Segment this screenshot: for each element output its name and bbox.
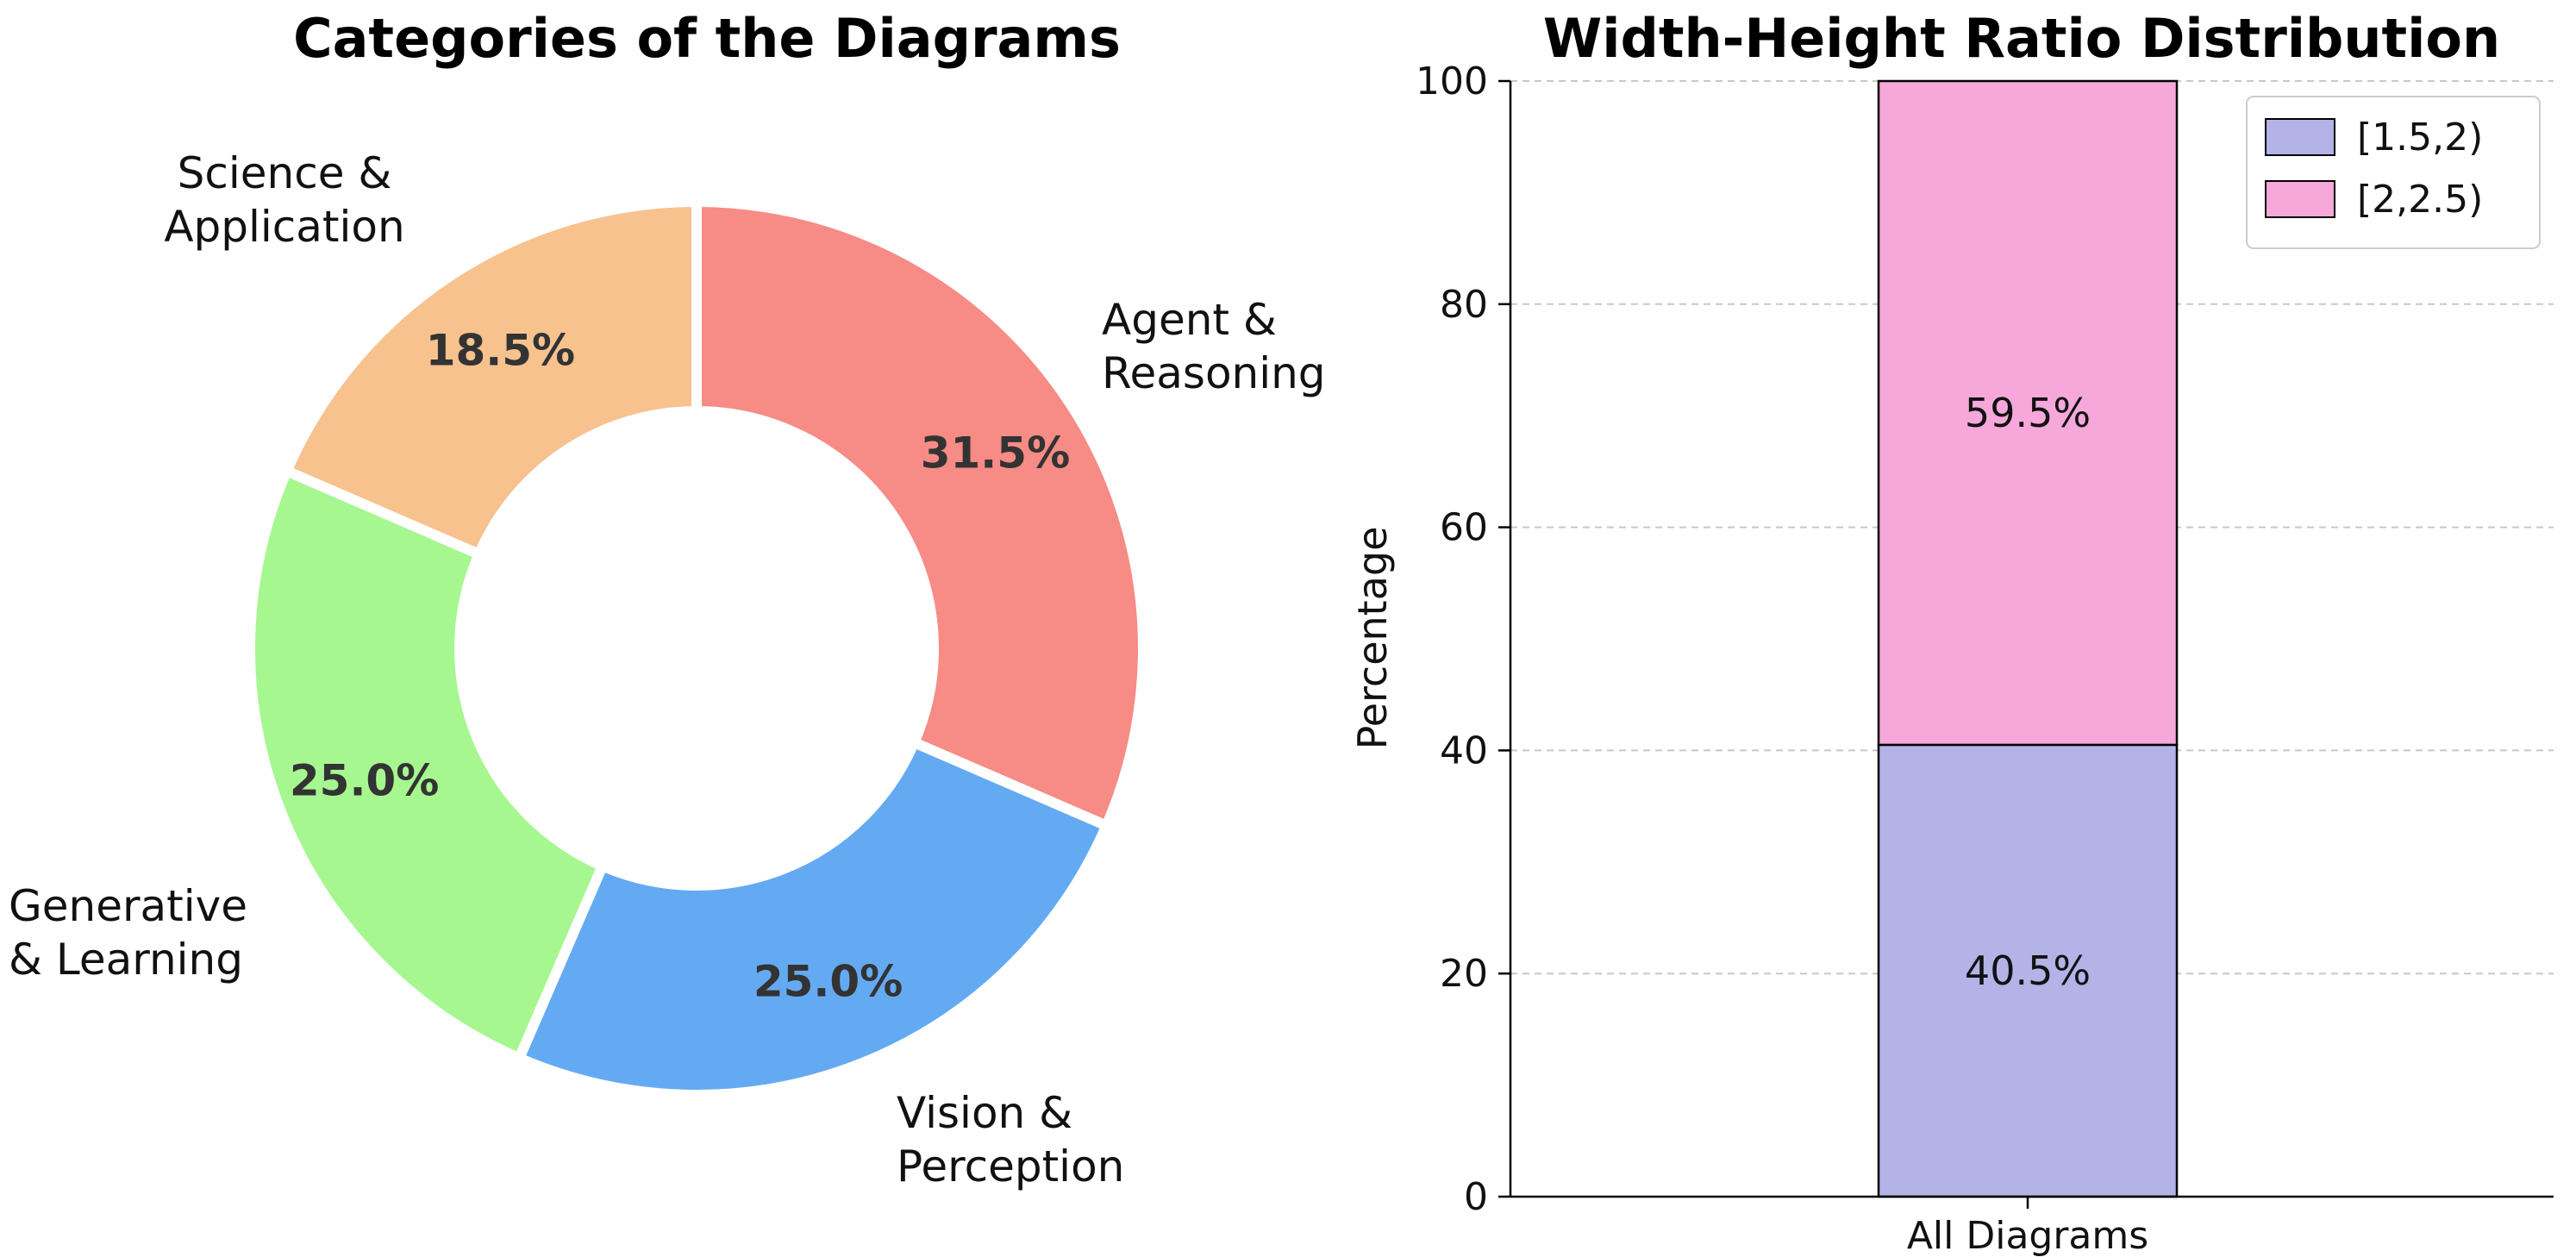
pct-label-generative-learning: 25.0% [290,756,439,806]
bar-title: Width-Height Ratio Distribution [1543,7,2500,70]
legend-label-2-2-5: [2,2.5) [2357,178,2483,222]
pct-label-agent-reasoning: 31.5% [921,428,1070,478]
bar-y-ticks: 0 20 40 60 80 100 [1416,59,1510,1219]
category-label-generative-learning: Generative& Learning [9,881,247,985]
bar-segment-2-2-5 [1877,79,2179,747]
bar-x-ticks: All Diagrams [1907,1197,2148,1257]
pct-label-science-application: 18.5% [426,326,575,376]
bar-segments: 40.5% 59.5% [1877,79,2179,1198]
x-tick-label: All Diagrams [1907,1214,2148,1257]
category-label-vision-perception: Vision &Perception [897,1088,1124,1191]
donut-title: Categories of the Diagrams [293,7,1121,70]
bar-chart: Width-Height Ratio Distribution 40.5% 59.… [1349,7,2554,1257]
y-tick-label-0: 0 [1464,1175,1488,1219]
donut-slices [245,196,1148,1100]
y-tick-label-100: 100 [1416,59,1488,103]
legend-swatch-2-2-5 [2265,180,2335,218]
category-label-agent-reasoning: Agent &Reasoning [1102,295,1326,398]
y-axis-label: Percentage [1349,527,1396,750]
slice-science-application [279,196,702,561]
y-tick-label-60: 60 [1440,506,1488,550]
legend: [1.5,2) [2,2.5) [2246,96,2541,249]
y-tick-label-80: 80 [1440,283,1488,327]
category-label-science-application: Science &Application [164,148,404,252]
y-tick-label-20: 20 [1440,952,1488,996]
bar-segment-1-5-2 [1877,743,2179,1198]
slice-agent-reasoning [691,196,1148,833]
pct-label-vision-perception: 25.0% [753,956,903,1006]
donut-percent-labels: 31.5% 25.0% 25.0% 18.5% [290,326,1070,1007]
bar-value-label-1-5-2: 40.5% [1965,947,2091,994]
legend-swatch-1-5-2 [2265,118,2335,156]
bar-value-label-2-2-5: 59.5% [1965,390,2091,436]
slice-generative-learning [245,464,610,1066]
donut-chart: Categories of the Diagrams 31.5% 25.0% 25.… [9,7,1326,1191]
y-tick-label-40: 40 [1440,729,1488,772]
slice-vision-perception [512,735,1114,1100]
legend-label-1-5-2: [1.5,2) [2357,116,2483,159]
bar-axes [1509,81,2554,1198]
